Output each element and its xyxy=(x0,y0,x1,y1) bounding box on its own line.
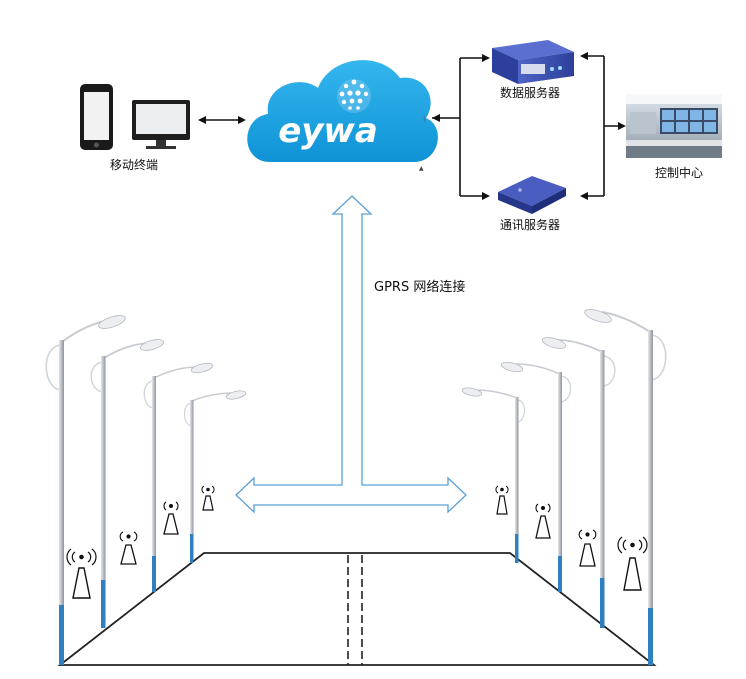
control-center-label: 控制中心 xyxy=(655,166,704,180)
wireless-node-icon xyxy=(495,485,509,515)
data-server-icon xyxy=(492,40,574,84)
control-center-photo xyxy=(626,94,722,158)
street-lamps-left xyxy=(45,315,247,665)
wireless-node-icon xyxy=(535,503,551,539)
svg-text:▲: ▲ xyxy=(419,165,424,172)
link-mobile-cloud xyxy=(198,116,246,124)
monitor-icon xyxy=(132,100,190,149)
mobile-terminal-label: 移动终端 xyxy=(110,158,159,172)
gprs-link-arrow xyxy=(235,195,467,514)
wireless-node-icon xyxy=(66,548,97,599)
street-lamp-icon xyxy=(143,362,214,592)
cloud-platform: eywa ⁝ ▲ xyxy=(247,60,438,172)
gprs-link-label: GPRS 网络连接 xyxy=(374,280,466,295)
comm-server-label: 通讯服务器 xyxy=(500,218,561,232)
road xyxy=(57,552,657,666)
link-servers-control xyxy=(580,52,626,200)
mobile-terminal xyxy=(80,84,190,150)
street-lamp-icon xyxy=(183,390,247,563)
wireless-node-icon xyxy=(578,529,597,567)
street-lamps-right xyxy=(461,309,667,665)
street-lamp-icon xyxy=(541,337,616,628)
cloud-logo-text: eywa xyxy=(278,111,378,151)
smartphone-icon xyxy=(80,84,113,150)
link-cloud-servers xyxy=(432,54,490,200)
globe-network-icon xyxy=(337,79,371,113)
data-server-label: 数据服务器 xyxy=(500,86,561,100)
street-lamp-icon xyxy=(500,361,572,592)
comm-server-icon xyxy=(498,176,566,214)
street-lamp-icon xyxy=(45,315,126,665)
street-lamp-icon xyxy=(461,387,526,563)
wireless-node-icon xyxy=(201,485,215,511)
street-lamp-icon xyxy=(584,309,667,665)
wireless-node-icon xyxy=(617,536,648,591)
wireless-node-icon xyxy=(119,531,138,565)
wireless-nodes xyxy=(66,485,648,599)
wireless-node-icon xyxy=(163,501,179,535)
svg-text:⁝: ⁝ xyxy=(423,115,426,124)
street-lamp-icon xyxy=(90,339,165,628)
